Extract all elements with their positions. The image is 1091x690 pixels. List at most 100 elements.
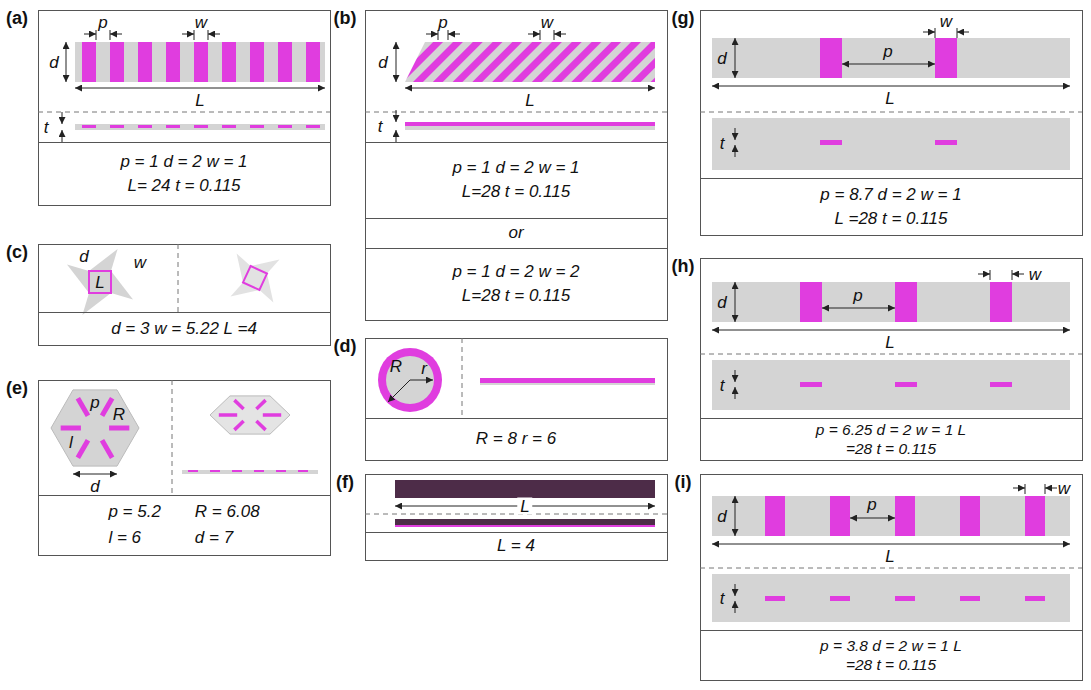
dimension-line bbox=[448, 34, 460, 35]
parameter-box: p = 1 d = 2 w = 2 L=28 t = 0.115 bbox=[365, 248, 667, 320]
hinge-bar bbox=[78, 398, 88, 416]
extension-line bbox=[1012, 270, 1013, 280]
dimension-line bbox=[396, 130, 397, 142]
parameter-text: p = 1 d = 2 w = 2 L=28 t = 0.115 bbox=[448, 260, 585, 308]
dimension-line bbox=[66, 42, 67, 82]
parameter-box: p = 6.25 d = 2 w = 1 L =28 t = 0.115 bbox=[700, 418, 1082, 460]
active-layer bbox=[480, 378, 655, 383]
panel-frame bbox=[701, 475, 1083, 681]
panel-frame bbox=[366, 339, 668, 461]
strip bbox=[75, 42, 325, 82]
dimension-label: R bbox=[389, 358, 403, 375]
dimension-line bbox=[1045, 488, 1057, 489]
panel-divider bbox=[38, 312, 330, 313]
dimension-label: L bbox=[517, 498, 532, 515]
active-patch bbox=[1025, 596, 1045, 601]
dimension-label: L bbox=[94, 274, 105, 291]
view-separator bbox=[172, 380, 173, 495]
dimension-line bbox=[62, 112, 63, 124]
parameter-text: p = 6.25 d = 2 w = 1 L =28 t = 0.115 bbox=[815, 420, 968, 459]
hinge-bar bbox=[102, 398, 112, 416]
panel-divider bbox=[365, 142, 667, 143]
active-stripe bbox=[278, 42, 292, 82]
parameter-text: p = 5.2 bbox=[108, 500, 160, 524]
extension-line bbox=[1045, 484, 1046, 494]
bilayer-strip bbox=[395, 519, 655, 525]
parameter-text: L = 4 bbox=[497, 534, 535, 558]
hexagon-sheet bbox=[51, 390, 139, 466]
active-patch bbox=[935, 38, 957, 78]
extension-line bbox=[194, 30, 195, 40]
panel-divider bbox=[700, 178, 1082, 179]
dimension-line bbox=[735, 496, 736, 536]
active-ring bbox=[378, 348, 442, 412]
dimension-line bbox=[396, 42, 397, 82]
view-separator bbox=[700, 354, 1082, 355]
dimension-line bbox=[850, 518, 895, 519]
dimension-line bbox=[735, 38, 736, 78]
extension-line bbox=[935, 28, 936, 38]
parameter-text: d = 3 w = 5.22 L =4 bbox=[111, 317, 257, 341]
view-separator bbox=[462, 338, 463, 418]
dimension-line bbox=[735, 282, 736, 322]
active-patch bbox=[990, 282, 1012, 322]
panel-divider bbox=[38, 495, 330, 496]
dimension-label: L bbox=[194, 92, 205, 109]
hinge-bar bbox=[61, 426, 81, 431]
dimension-line bbox=[735, 370, 736, 382]
view-separator bbox=[178, 244, 179, 312]
dimension-line bbox=[735, 584, 736, 596]
parameter-grid: p = 5.2R = 6.08l = 6d = 7 bbox=[108, 500, 259, 550]
active-patch bbox=[765, 596, 785, 601]
parameter-box: p = 1 d = 2 w = 1 L= 24 t = 0.115 bbox=[38, 142, 330, 205]
dimension-label: p bbox=[852, 287, 863, 304]
extension-line bbox=[208, 30, 209, 40]
view-separator bbox=[365, 514, 667, 515]
panel-divider bbox=[700, 418, 1082, 419]
panel-letter: (b) bbox=[333, 9, 358, 27]
active-stripe bbox=[250, 42, 264, 82]
bilayer-strip bbox=[395, 480, 655, 498]
parameter-box: p = 3.8 d = 2 w = 1 L =28 t = 0.115 bbox=[700, 630, 1082, 680]
extension-line bbox=[96, 30, 97, 40]
active-stripe bbox=[138, 125, 152, 128]
dimension-line bbox=[75, 88, 325, 89]
extension-line bbox=[438, 30, 439, 40]
extension-line bbox=[540, 30, 541, 40]
dimension-label: w bbox=[133, 254, 147, 271]
active-patch bbox=[935, 140, 957, 145]
extension-line bbox=[448, 30, 449, 40]
active-stripe bbox=[82, 125, 96, 128]
extension-line bbox=[554, 30, 555, 40]
panel-letter: (a) bbox=[5, 9, 29, 27]
extension-line bbox=[957, 28, 958, 38]
view-separator bbox=[700, 568, 1082, 569]
strip bbox=[712, 38, 1070, 78]
panel-letter: (f) bbox=[335, 473, 355, 491]
fold-flap bbox=[82, 293, 111, 315]
parameter-text: p = 3.8 d = 2 w = 1 L =28 t = 0.115 bbox=[818, 636, 965, 675]
active-stripe bbox=[110, 42, 124, 82]
dimension-line bbox=[735, 601, 736, 613]
dimension-label: w bbox=[194, 14, 208, 31]
dimension-label: t bbox=[377, 118, 384, 135]
parameter-text: p = 1 d = 2 w = 1 L=28 t = 0.115 bbox=[448, 156, 585, 204]
panel-letter: (e) bbox=[5, 379, 29, 397]
active-patch bbox=[800, 382, 822, 387]
dimension-line bbox=[396, 110, 397, 122]
panel-frame bbox=[366, 475, 668, 561]
dimension-line bbox=[62, 130, 63, 142]
strip bbox=[712, 118, 1070, 170]
parameter-text: p = 1 d = 2 w = 1 L= 24 t = 0.115 bbox=[114, 150, 254, 198]
dimension-line bbox=[528, 34, 540, 35]
parameter-box: or bbox=[365, 218, 667, 248]
dimension-label: p bbox=[866, 496, 877, 513]
parameter-text: or bbox=[508, 221, 523, 245]
view-separator bbox=[38, 112, 330, 113]
dimension-line bbox=[410, 380, 433, 381]
dimension-line bbox=[110, 34, 122, 35]
panel-letter: (i) bbox=[674, 473, 693, 491]
dimension-line bbox=[735, 145, 736, 157]
strip bbox=[712, 574, 1070, 622]
dimension-label: t bbox=[719, 135, 726, 152]
